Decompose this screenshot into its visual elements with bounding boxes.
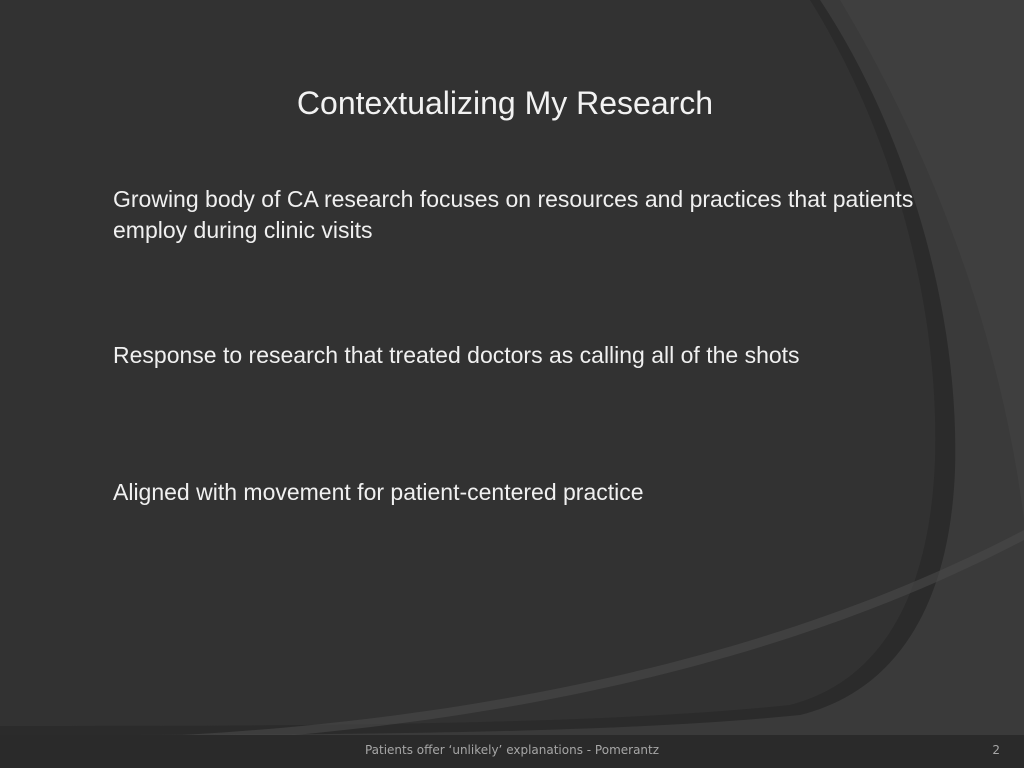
- bullet-1: Growing body of CA research focuses on r…: [113, 186, 914, 243]
- footer-band: [0, 735, 1024, 768]
- bullet-2: Response to research that treated doctor…: [113, 342, 800, 368]
- bullet-3: Aligned with movement for patient-center…: [113, 479, 644, 505]
- main-panel: [0, 0, 935, 726]
- page-number: 2: [992, 743, 1000, 757]
- right-strip: [840, 0, 1024, 520]
- slide-footer: Patients offer ‘unlikely’ explanations -…: [364, 743, 660, 757]
- bottom-swoosh: [0, 530, 1024, 748]
- slide-title: Contextualizing My Research: [296, 85, 714, 121]
